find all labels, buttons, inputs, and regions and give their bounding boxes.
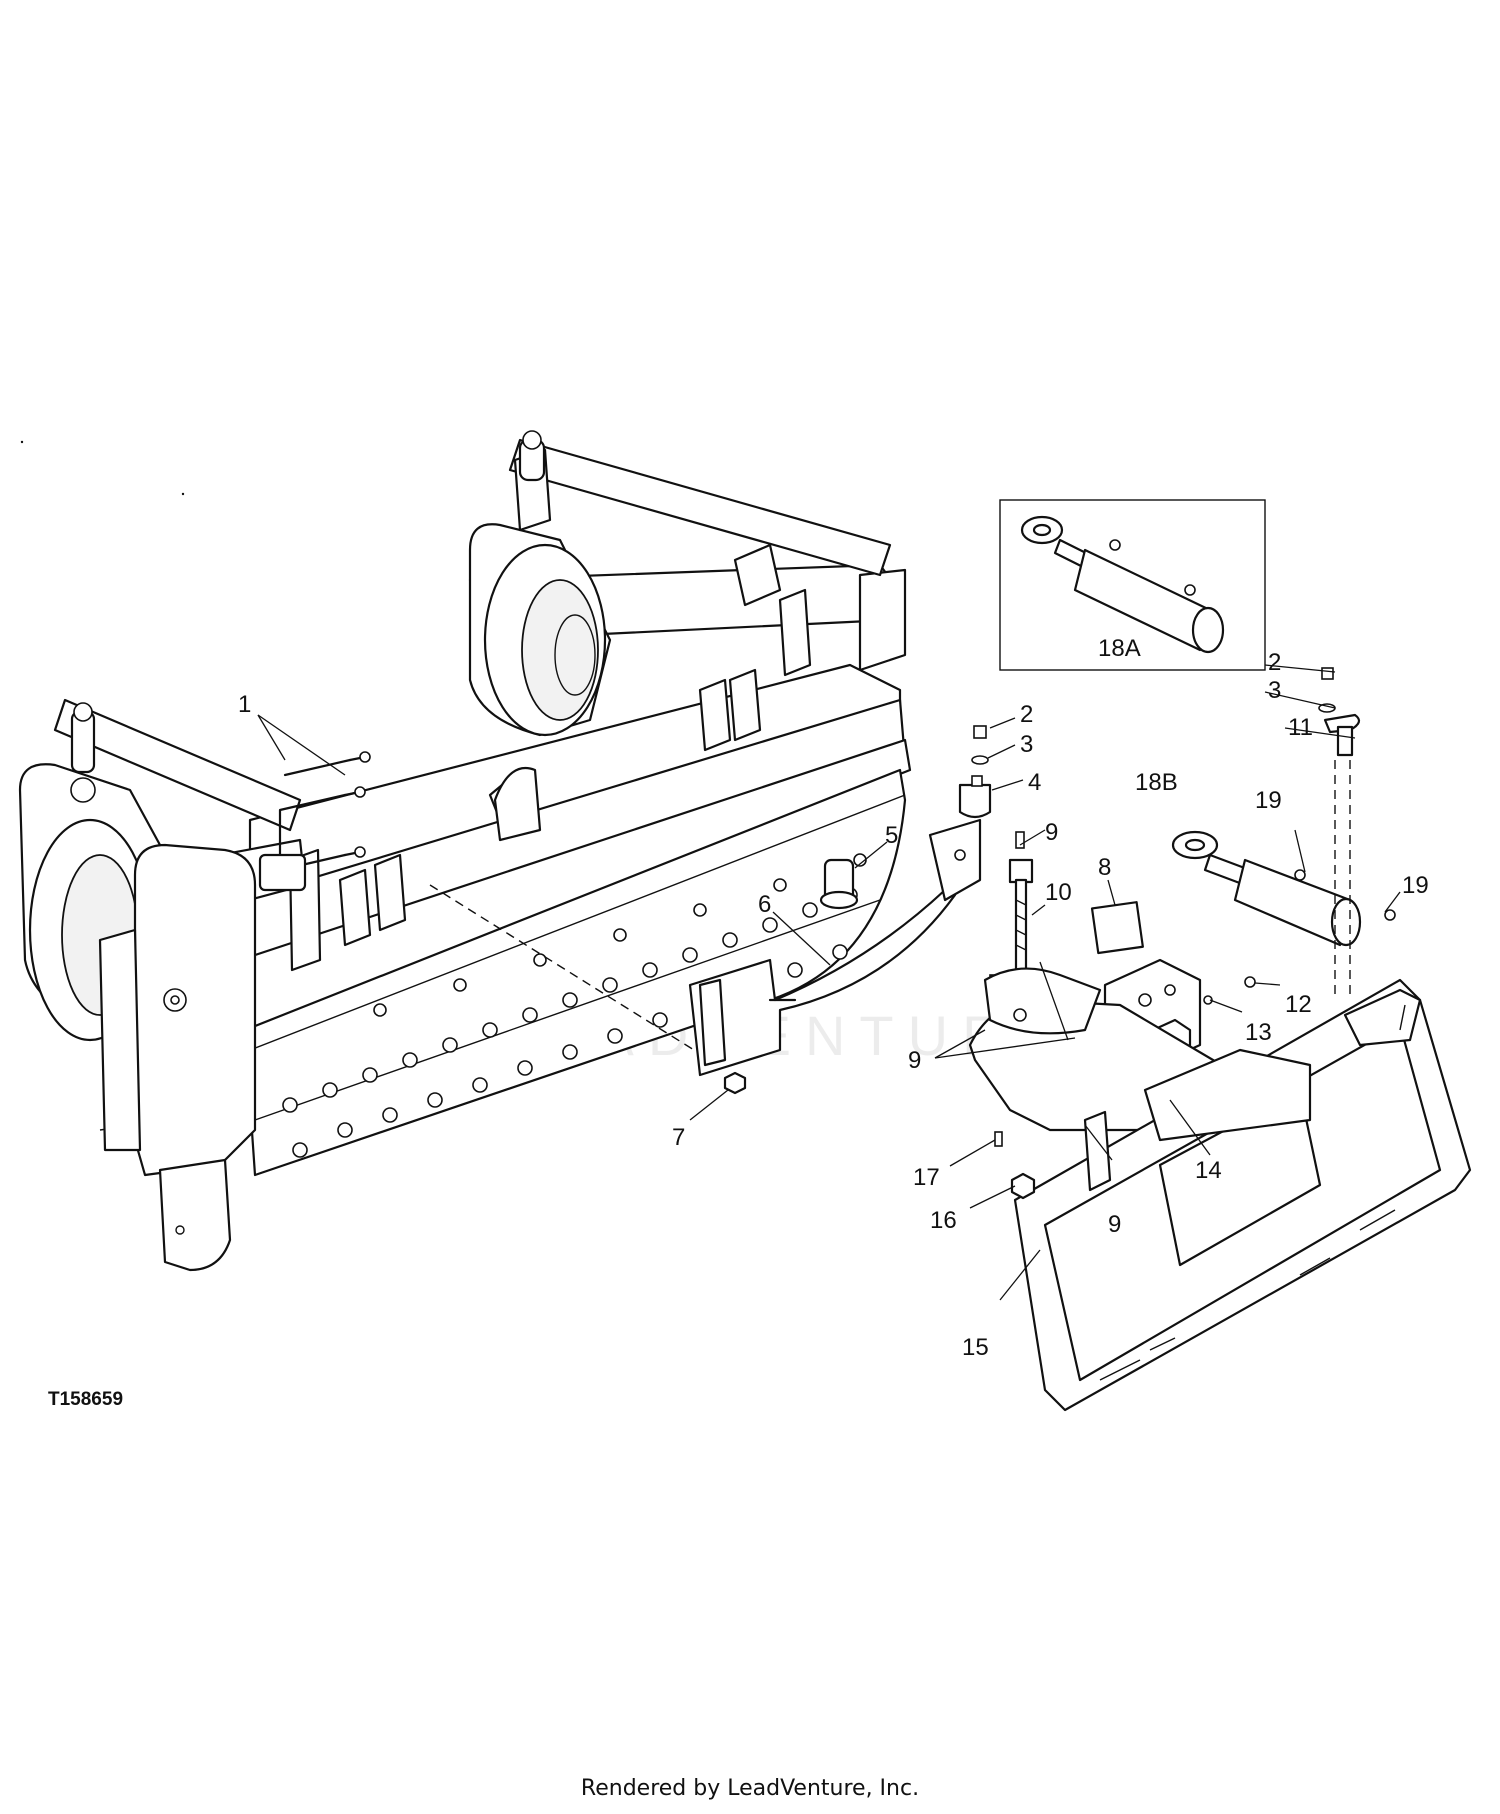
callout-12: 12 [1285, 991, 1312, 1018]
pin-bolt-left [958, 725, 992, 819]
alignment-line-mount [429, 884, 711, 1061]
callout-4: 4 [1028, 769, 1041, 796]
roll-pin-17 [994, 1131, 1003, 1147]
callout-18b: 18B [1135, 769, 1178, 796]
mounting-arm [688, 818, 982, 1077]
figure-id: T158659 [48, 1389, 123, 1410]
decal [1090, 901, 1144, 955]
callout-8: 8 [1098, 854, 1111, 881]
beam-mount-brackets [258, 668, 762, 947]
callout-9-top: 9 [1045, 819, 1058, 846]
callout-10: 10 [1045, 879, 1072, 906]
scan-dot [181, 492, 185, 496]
rear-wheel-assembly [468, 430, 892, 737]
callout-9-bottom: 9 [1108, 1211, 1121, 1238]
footer-credit: Rendered by LeadVenture, Inc. [580, 1776, 920, 1801]
callout-13: 13 [1245, 1019, 1272, 1046]
pin-bolt-right [1318, 667, 1361, 757]
callouts: 1 2 3 4 5 6 7 8 9 9 9 10 2 3 11 12 13 14… [238, 635, 1429, 1361]
callout-9-left: 9 [908, 1047, 921, 1074]
callout-2-left: 2 [1020, 701, 1033, 728]
callout-14: 14 [1195, 1157, 1222, 1184]
scan-dot [20, 440, 24, 444]
callout-3-left: 3 [1020, 731, 1033, 758]
bushing [819, 858, 859, 910]
drive-belt-housing [98, 843, 257, 1272]
callout-16: 16 [930, 1207, 957, 1234]
callout-2-right: 2 [1268, 649, 1281, 676]
hitch-bolt [1008, 858, 1034, 972]
callout-15: 15 [962, 1334, 989, 1361]
hydraulic-cylinder-18b [1171, 830, 1396, 947]
lock-nut-7 [723, 1071, 747, 1095]
callout-7: 7 [672, 1124, 685, 1151]
callout-17: 17 [913, 1164, 940, 1191]
callout-1: 1 [238, 691, 251, 718]
quick-attach-plate [968, 967, 1472, 1412]
callout-3-right: 3 [1268, 677, 1281, 704]
callout-19-top: 19 [1255, 787, 1282, 814]
hex-nut-16 [1010, 1172, 1036, 1200]
u-bolts [278, 751, 371, 872]
callout-5: 5 [885, 822, 898, 849]
valve-screws [1203, 976, 1256, 1005]
callout-19-right: 19 [1402, 872, 1429, 899]
callout-leaders [257, 664, 1401, 1301]
callout-6: 6 [758, 891, 771, 918]
callout-11: 11 [1288, 714, 1313, 741]
callout-18a: 18A [1098, 635, 1141, 662]
inset-cylinder-18a [999, 499, 1266, 671]
